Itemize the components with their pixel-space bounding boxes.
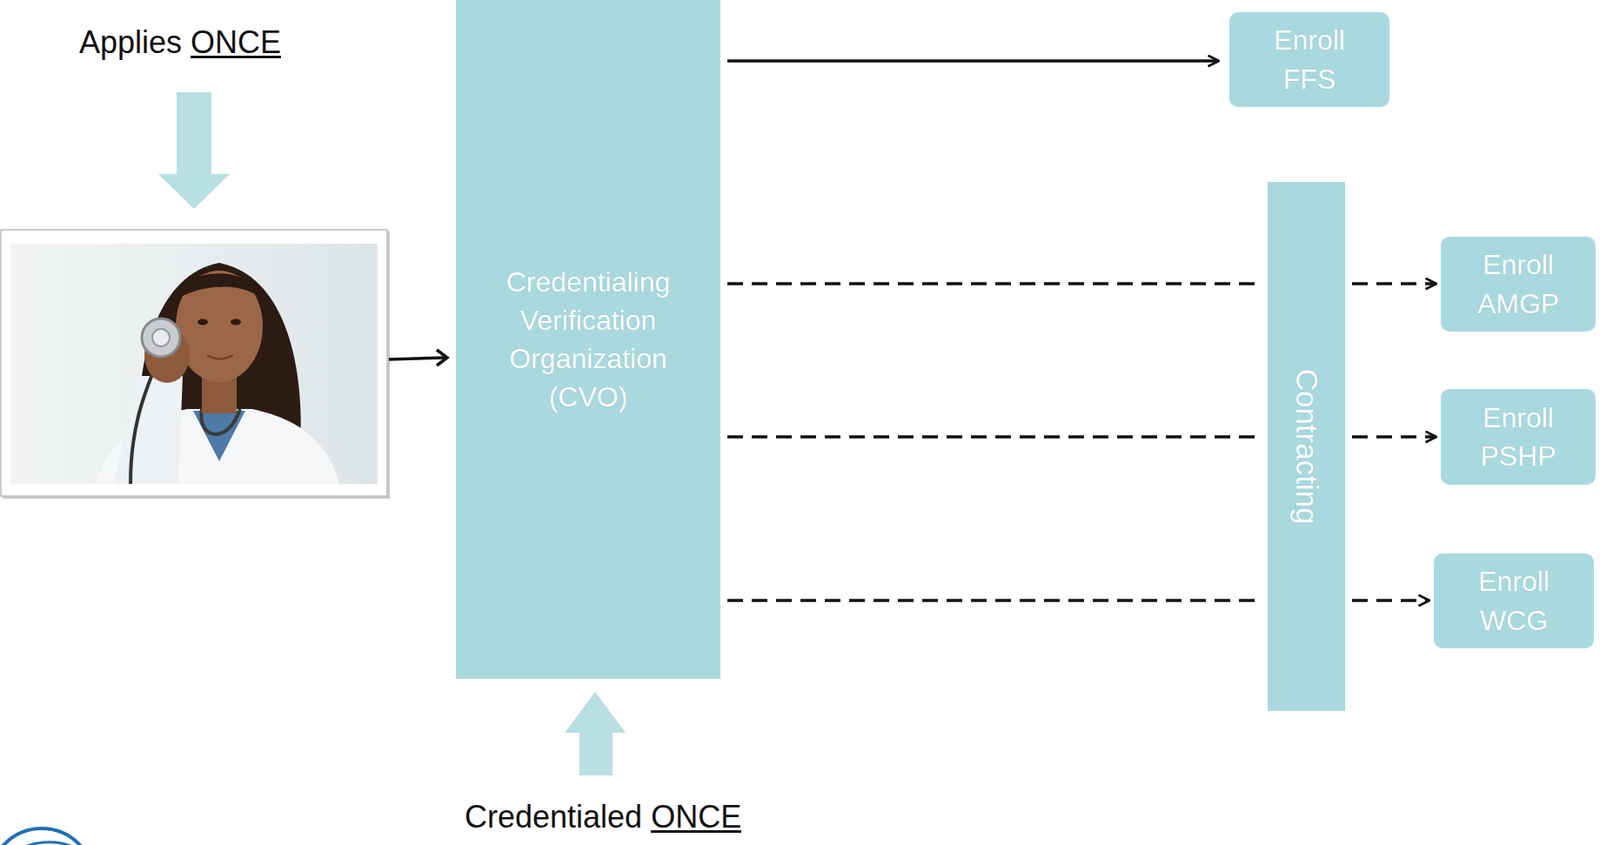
- arrow-line: [388, 357, 446, 360]
- logo-arc: [8, 842, 81, 845]
- box-text: Enroll WCG: [1457, 562, 1571, 639]
- verification-box: Credentialing Verification Organization …: [455, 0, 721, 679]
- box-text: Contracting: [1285, 368, 1327, 525]
- eye: [197, 319, 208, 326]
- connector: [1352, 281, 1437, 286]
- sleeve: [113, 375, 183, 484]
- enroll-box: Enroll WCG: [1433, 553, 1594, 649]
- annotation-text: Credentialed ONCE: [464, 798, 742, 835]
- up-arrow: [564, 691, 626, 776]
- arrow-head: [436, 349, 448, 366]
- connector: [727, 598, 1263, 603]
- connector: [1352, 435, 1437, 439]
- photo-background: [10, 243, 378, 484]
- label-text: Applies ONCE: [79, 24, 282, 61]
- enroll-box: Enroll PSHP: [1440, 388, 1596, 485]
- enroll-box: Enroll FFS: [1229, 12, 1390, 108]
- logo: [0, 828, 94, 845]
- down-arrow: [158, 92, 230, 209]
- annotation-text: Applies ONCE: [79, 24, 282, 61]
- photo-frame: [0, 229, 388, 496]
- box-text: Credentialing Verification Organization …: [479, 262, 697, 417]
- hair-fringe: [174, 273, 266, 303]
- enroll-box: Enroll AMGP: [1440, 236, 1596, 332]
- photo-shadow: [2, 231, 390, 499]
- box-text: Enroll AMGP: [1461, 245, 1575, 322]
- contracting-band: Contracting: [1267, 181, 1346, 711]
- label-text: Credentialed ONCE: [464, 798, 742, 835]
- eye: [230, 319, 242, 326]
- mouth: [207, 354, 234, 360]
- box-text: Enroll FFS: [1252, 20, 1366, 98]
- connector: [727, 281, 1263, 286]
- connector: [727, 59, 1219, 63]
- connector: [727, 435, 1263, 439]
- stethoscope-diaphragm: [152, 328, 170, 347]
- doctor-photo: [10, 243, 378, 484]
- stethoscope-chestpiece: [141, 318, 181, 357]
- logo-ring: [0, 828, 94, 845]
- box-text: Enroll PSHP: [1461, 398, 1575, 476]
- connector: [1352, 598, 1430, 603]
